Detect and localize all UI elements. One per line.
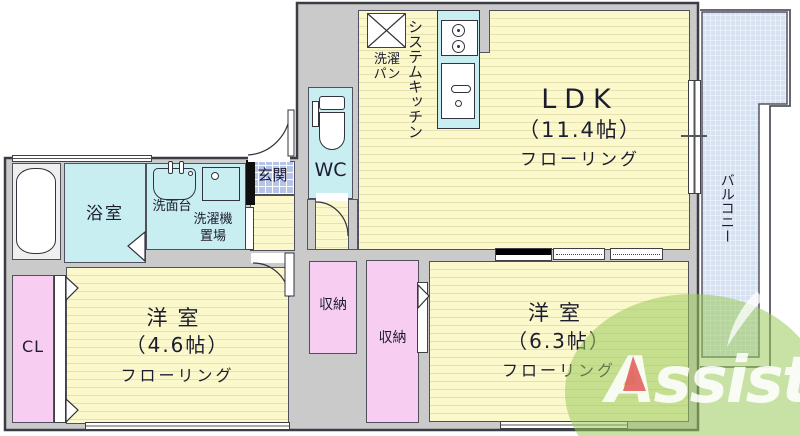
logo-swoosh	[727, 291, 763, 347]
storage-hall	[309, 261, 357, 354]
western2-size-label: （6.3帖）	[507, 329, 611, 353]
wall-kitchen-stub	[477, 10, 490, 53]
storage-west-label: 収納	[378, 330, 407, 346]
wc-label: WC	[314, 159, 347, 181]
toilet-tank-icon	[319, 96, 345, 110]
laundry-pan-label-2: パン	[373, 67, 401, 82]
balcony-label: バルコニー	[718, 173, 735, 243]
kitchen-label: システムキッチン	[406, 19, 424, 139]
window-tick	[681, 135, 707, 137]
washstand-tap2-icon	[179, 161, 184, 174]
western1-floor-label: フローリング	[120, 366, 235, 385]
laundry-area-label-2: 置場	[199, 229, 226, 244]
laundry-area-label-1: 洗濯機	[193, 212, 233, 227]
entrance-label: 玄関	[257, 166, 288, 184]
panel-rail	[495, 248, 552, 261]
wall-black-entrance	[246, 160, 255, 205]
window-balcony	[688, 80, 701, 194]
closet-door-track	[54, 275, 66, 423]
balcony-floor	[701, 11, 788, 358]
sliding-panel-2	[610, 248, 663, 260]
storage-west	[366, 260, 419, 423]
storage-hall-label: 収納	[319, 297, 347, 313]
wall-nib-left	[307, 199, 316, 250]
washstand-label: 洗面台	[152, 199, 192, 214]
window-bath	[12, 155, 152, 162]
western2-name-label: 洋室	[528, 301, 590, 325]
faucet-icon	[451, 85, 471, 93]
closet-label: CL	[21, 337, 45, 356]
western1-size-label: （4.6帖）	[125, 333, 230, 357]
laundry-pan-label-1: 洗濯	[373, 52, 400, 67]
wall-nib-right	[348, 199, 358, 250]
ldk-floor-label: フローリング	[520, 150, 640, 170]
wc-door-gap	[316, 193, 348, 201]
entrance-tile	[250, 161, 295, 195]
western1-door-gap	[251, 253, 288, 263]
window-western2	[500, 421, 628, 429]
sliding-panel-1	[553, 248, 605, 260]
washstand-drain-icon	[188, 171, 193, 176]
front-door-gap	[248, 154, 290, 162]
storage-door-track	[417, 282, 428, 353]
balcony-outer-line	[700, 9, 791, 368]
room-western1	[66, 267, 289, 424]
washstand-icon	[153, 168, 196, 200]
western2-floor-label: フローリング	[501, 361, 616, 380]
room-ldk	[358, 10, 690, 250]
bath-label: 浴室	[86, 204, 124, 224]
front-door-arc	[247, 109, 291, 156]
entrance-step	[245, 207, 254, 250]
laundry-pan-icon	[367, 13, 406, 48]
window-western1	[85, 422, 290, 430]
ldk-size-label: （11.4帖）	[518, 118, 642, 142]
kitchen-sink-icon	[441, 63, 475, 119]
hallway-entrance	[250, 195, 295, 251]
washstand-tap1-icon	[168, 161, 173, 174]
bathtub-icon	[16, 168, 56, 254]
western1-name-label: 洋室	[146, 306, 209, 330]
toilet-bowl-icon	[319, 112, 345, 150]
front-door-leaf	[287, 109, 295, 157]
closet-cl	[12, 275, 54, 423]
washing-machine-icon	[202, 167, 240, 201]
drain-icon	[455, 100, 462, 107]
ldk-name-label: LDK	[541, 84, 619, 115]
toilet-side-icon	[312, 101, 319, 127]
stove-icon	[441, 20, 478, 56]
bathtub-box	[12, 163, 61, 260]
